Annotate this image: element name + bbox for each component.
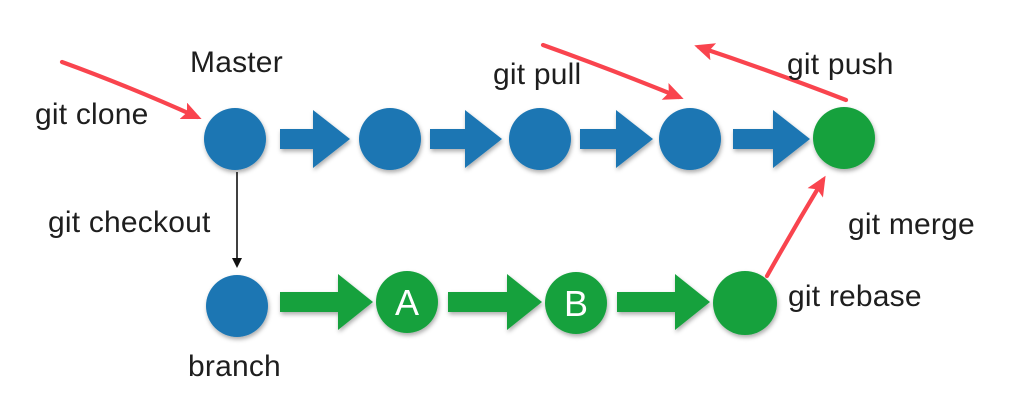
master-commit-3: [509, 108, 571, 170]
git-checkout-label: git checkout: [48, 206, 211, 239]
master-flow-arrow-4: [733, 110, 810, 168]
git-pull-arrow: [540, 42, 684, 100]
master-label: Master: [190, 46, 283, 79]
git-pull-label: git pull: [493, 58, 582, 91]
branch-head-commit: [713, 271, 777, 335]
master-commit-1: [204, 108, 266, 170]
git-rebase-label: git rebase: [788, 280, 922, 313]
master-flow-arrow-2: [430, 110, 502, 168]
master-flow-arrow-3: [580, 110, 653, 168]
branch-start-commit: [206, 275, 268, 337]
master-commit-2: [359, 108, 421, 170]
branch-commit-b: [545, 272, 607, 334]
master-flow-arrow-1: [280, 110, 350, 168]
git-push-arrow: [694, 43, 849, 103]
branch-commit-a: [376, 271, 438, 333]
git-push-label: git push: [787, 48, 894, 81]
branch-flow-arrow-1: [280, 274, 373, 330]
branch-flow-arrow-3: [617, 274, 710, 330]
git-clone-arrow: [59, 59, 202, 120]
branch-commit-b-letter: B: [564, 283, 588, 324]
git-merge-arrow: [764, 175, 826, 279]
git-clone-label: git clone: [35, 98, 149, 131]
git-merge-label: git merge: [848, 208, 975, 241]
branch-commit-a-letter: A: [395, 282, 419, 323]
branch-label: branch: [188, 350, 281, 383]
master-commit-4: [659, 108, 721, 170]
branch-flow-arrow-2: [448, 274, 542, 330]
master-merge-commit: [813, 107, 875, 169]
